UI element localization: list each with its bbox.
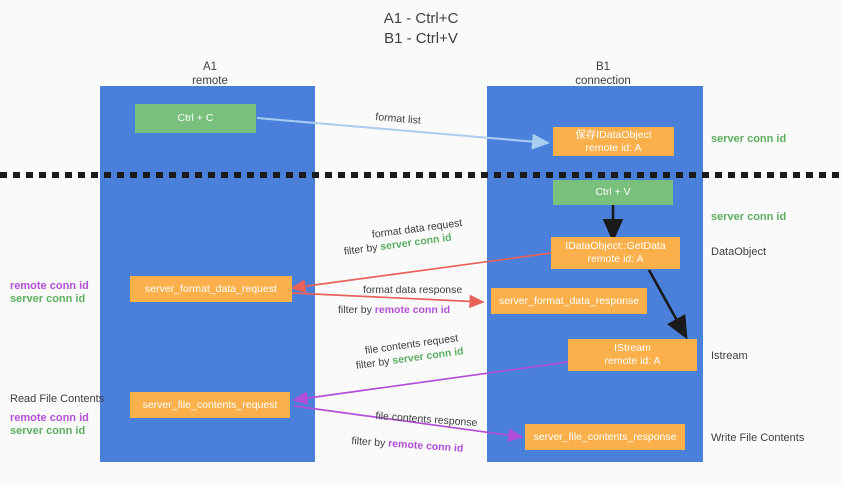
- node-save-idataobject[interactable]: 保存IDataObject remote id: A: [553, 127, 674, 156]
- edge-label-file-contents-response-filter: filter by remote conn id: [351, 434, 464, 457]
- lane-header-a1-line2: remote: [192, 75, 228, 87]
- edge-label-format-list: format list: [374, 110, 422, 127]
- annotation-istream: Istream: [711, 350, 748, 362]
- edge-label-file-contents-response: file contents response: [375, 409, 478, 430]
- lane-header-b1-line2: connection: [575, 75, 631, 87]
- edge-label-format-data-response: format data response: [363, 284, 463, 296]
- annotation-dataobject: DataObject: [711, 246, 767, 258]
- node-server-file-contents-response[interactable]: server_file_contents_response: [525, 424, 685, 450]
- filter-key-remote-conn-id: remote conn id: [374, 304, 451, 316]
- annotation-left-remote-conn-id-1: remote conn id: [10, 280, 89, 292]
- phase-divider: [0, 172, 842, 178]
- page-title: A1 - Ctrl+C B1 - Ctrl+V: [383, 10, 459, 47]
- node-ctrl-c[interactable]: Ctrl + C: [135, 104, 256, 133]
- edge-label-format-data-response-filter: filter by remote conn id: [338, 303, 450, 318]
- lane-header-a1-line1: A1: [202, 61, 218, 73]
- annotation-server-conn-id-mid: server conn id: [711, 211, 787, 223]
- lane-header-a1: A1 remote: [125, 60, 295, 88]
- filter-prefix: filter by: [355, 355, 394, 372]
- node-server-format-data-response[interactable]: server_format_data_response: [491, 288, 647, 314]
- node-server-file-contents-request[interactable]: server_file_contents_request: [130, 392, 290, 418]
- annotation-left-remote-conn-id-2: remote conn id: [10, 412, 89, 424]
- annotation-left-server-conn-id-2: server conn id: [10, 425, 86, 437]
- annotation-write-file-contents: Write File Contents: [711, 432, 805, 444]
- annotation-left-server-conn-id-1: server conn id: [10, 293, 86, 305]
- node-istream[interactable]: IStream remote id: A: [568, 339, 697, 371]
- node-ctrl-v[interactable]: Ctrl + V: [553, 180, 673, 205]
- filter-prefix: filter by: [351, 434, 389, 450]
- node-server-format-data-request[interactable]: server_format_data_request: [130, 276, 292, 302]
- filter-key-remote-conn-id: remote conn id: [387, 437, 464, 455]
- lane-header-b1: B1 connection: [518, 60, 688, 88]
- annotation-server-conn-id-top: server conn id: [711, 133, 787, 145]
- lane-header-b1-line1: B1: [595, 61, 611, 73]
- filter-prefix: filter by: [343, 241, 382, 258]
- annotation-read-file-contents: Read File Contents: [10, 393, 105, 405]
- node-getdata[interactable]: IDataObject::GetData remote id: A: [551, 237, 680, 269]
- filter-prefix: filter by: [338, 304, 375, 316]
